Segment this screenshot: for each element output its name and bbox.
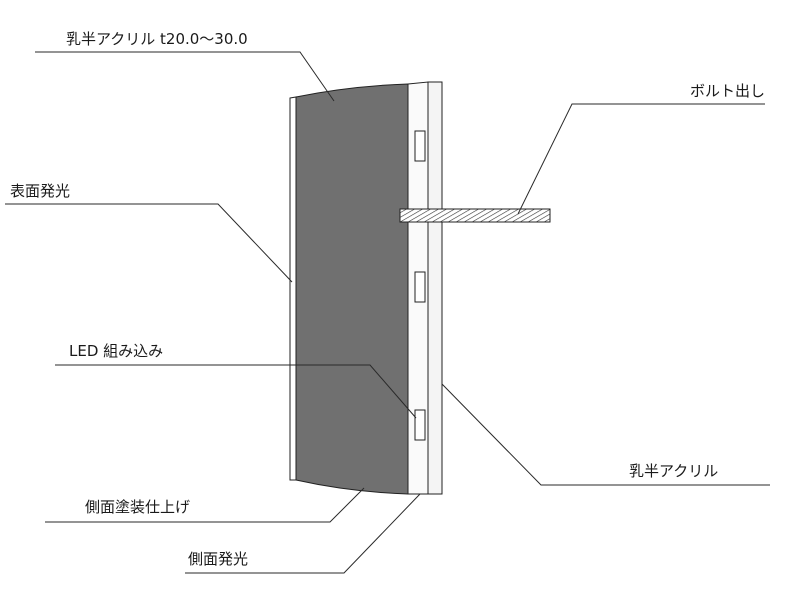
label-bolt: ボルト出し xyxy=(690,82,765,100)
leader-lines xyxy=(5,51,770,574)
label-back-acrylic: 乳半アクリル xyxy=(629,462,718,480)
led-module xyxy=(414,271,426,303)
acrylic-face xyxy=(295,83,409,495)
leader-side-light xyxy=(185,493,421,574)
front-edge-strip xyxy=(289,96,297,481)
label-side-light: 側面発光 xyxy=(188,550,248,568)
leader-side-paint xyxy=(45,487,365,523)
callout-labels: 乳半アクリル t20.0〜30.0 ボルト出し 表面発光 LED 組み込み 乳半… xyxy=(10,30,765,568)
leader-led xyxy=(55,364,417,419)
bolt xyxy=(399,208,551,223)
led-module xyxy=(414,409,426,441)
label-led: LED 組み込み xyxy=(69,342,163,360)
led-module xyxy=(414,130,426,162)
label-surface-light: 表面発光 xyxy=(10,182,70,200)
label-top-acrylic: 乳半アクリル t20.0〜30.0 xyxy=(66,30,248,48)
back-acrylic-panel xyxy=(427,81,443,495)
sign-body xyxy=(289,81,551,495)
label-side-paint: 側面塗装仕上げ xyxy=(85,498,190,516)
leader-back-acrylic xyxy=(441,383,770,486)
leader-surface-light xyxy=(5,203,293,283)
leader-top-acrylic xyxy=(35,51,335,102)
leader-bolt xyxy=(517,103,765,215)
